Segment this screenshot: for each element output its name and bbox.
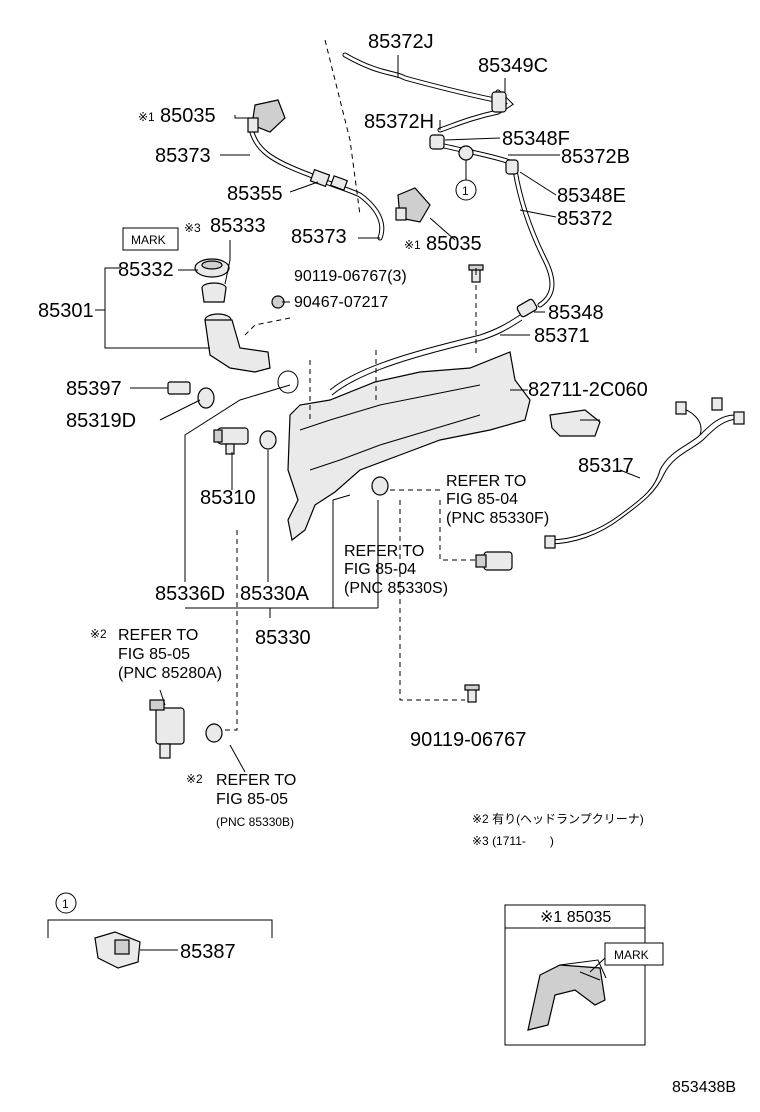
grommet-85330S: [371, 476, 389, 496]
label-85330: 85330: [255, 627, 311, 649]
label-90467: 90467-07217: [294, 294, 388, 311]
leader-lines: [95, 55, 641, 773]
label-85348E: 85348E: [557, 185, 626, 207]
label-85317: 85317: [578, 455, 634, 477]
note-mark-85035b: ※1: [404, 238, 421, 252]
pump-85280A: [149, 699, 185, 759]
nozzle-85035-right: [395, 187, 431, 223]
ref-a-line1: REFER TO: [118, 627, 198, 644]
ref-f-line2: FIG 85-04: [446, 491, 518, 508]
label-85035a: 85035: [160, 105, 216, 127]
wire-harness-85317: [544, 397, 745, 549]
label-85371: 85371: [534, 325, 590, 347]
pump-85330F: [475, 551, 513, 571]
sensor-85397: [167, 381, 191, 395]
grommet-85319D: [197, 387, 215, 409]
nozzle-85035-left: [247, 99, 286, 133]
joint-85348E: [505, 159, 519, 175]
ref-a-line3: (PNC 85280A): [118, 665, 222, 682]
pump-85310: [213, 427, 249, 455]
joint-85348F: [429, 134, 445, 150]
part-labels: 85372J 85349C ※1 85035 85372H 85348F 853…: [38, 31, 648, 848]
label-85332: 85332: [118, 259, 174, 281]
label-85372: 85372: [557, 208, 613, 230]
ref-a-mark: ※2: [90, 627, 107, 641]
ref-f-line3: (PNC 85330F): [446, 510, 549, 527]
grommet-85330A: [259, 430, 277, 450]
label-85372B: 85372B: [561, 146, 630, 168]
label-85333: 85333: [210, 215, 266, 237]
connector-85355: [309, 168, 349, 191]
dashed-lines: [222, 39, 477, 731]
inset-box: ※1 85035 MARK: [504, 904, 664, 1046]
inset-mark-label: MARK: [614, 948, 649, 962]
inset-title: ※1 85035: [540, 909, 611, 926]
label-85330A: 85330A: [240, 583, 310, 605]
note-mark-85333: ※3: [184, 221, 201, 235]
filter-85333: [201, 282, 227, 303]
mark-box: [122, 227, 179, 251]
note-mark-85035a: ※1: [138, 110, 155, 124]
mark-label: MARK: [131, 233, 166, 247]
ref-b-line3: (PNC 85330B): [216, 815, 294, 829]
ref-a-line2: FIG 85-05: [118, 646, 190, 663]
label-85397: 85397: [66, 378, 122, 400]
label-85372H: 85372H: [364, 111, 434, 133]
bracket-82711: [549, 409, 601, 437]
label-85319D: 85319D: [66, 410, 136, 432]
label-82711: 82711-2C060: [528, 379, 648, 401]
inset-nozzle-85035: [527, 959, 607, 1031]
note-3: ※3 (1711- ): [472, 834, 554, 848]
ref-s-line1: REFER TO: [344, 543, 424, 560]
label-85035b: 85035: [426, 233, 482, 255]
label-85301: 85301: [38, 300, 94, 322]
ring-85336D: [277, 370, 299, 394]
label-85336D: 85336D: [155, 583, 225, 605]
label-90119q: 90119-06767(3): [294, 268, 407, 285]
label-85355: 85355: [227, 183, 283, 205]
ref-f-line1: REFER TO: [446, 473, 526, 490]
joint-85348: [516, 298, 538, 318]
joint-85372B: [458, 145, 474, 161]
clip-85387: [94, 931, 141, 969]
ref-s-line3: (PNC 85330S): [344, 580, 448, 597]
circle-1b-label: 1: [62, 897, 69, 911]
joint-85349C: [491, 91, 507, 113]
label-85348: 85348: [548, 302, 604, 324]
label-85387: 85387: [180, 941, 236, 963]
note-2: ※2 有り(ヘッドランプクリーナ): [472, 812, 644, 826]
inlet-85301: [204, 313, 271, 373]
ref-s-line2: FIG 85-04: [344, 561, 416, 578]
label-85310: 85310: [200, 487, 256, 509]
footer-diagram-id: 853438B: [672, 1079, 736, 1096]
circle-ref-1-label: 1: [462, 184, 469, 198]
washer-tank: [287, 351, 531, 542]
ref-b-line2: FIG 85-05: [216, 791, 288, 808]
label-85373b: 85373: [291, 226, 347, 248]
label-85349C: 85349C: [478, 55, 548, 77]
circle-1-block: 1 85387: [47, 892, 273, 963]
label-90119: 90119-06767: [410, 729, 526, 751]
label-85372J: 85372J: [368, 31, 434, 53]
grommet-85330B: [205, 723, 223, 743]
upper-hose-lines: [247, 52, 555, 396]
bolt-90119: [464, 684, 480, 703]
label-85373a: 85373: [155, 145, 211, 167]
label-85348F: 85348F: [502, 128, 570, 150]
ref-b-mark: ※2: [186, 772, 203, 786]
ref-b-line1: REFER TO: [216, 772, 296, 789]
cap-85332: [194, 258, 230, 278]
